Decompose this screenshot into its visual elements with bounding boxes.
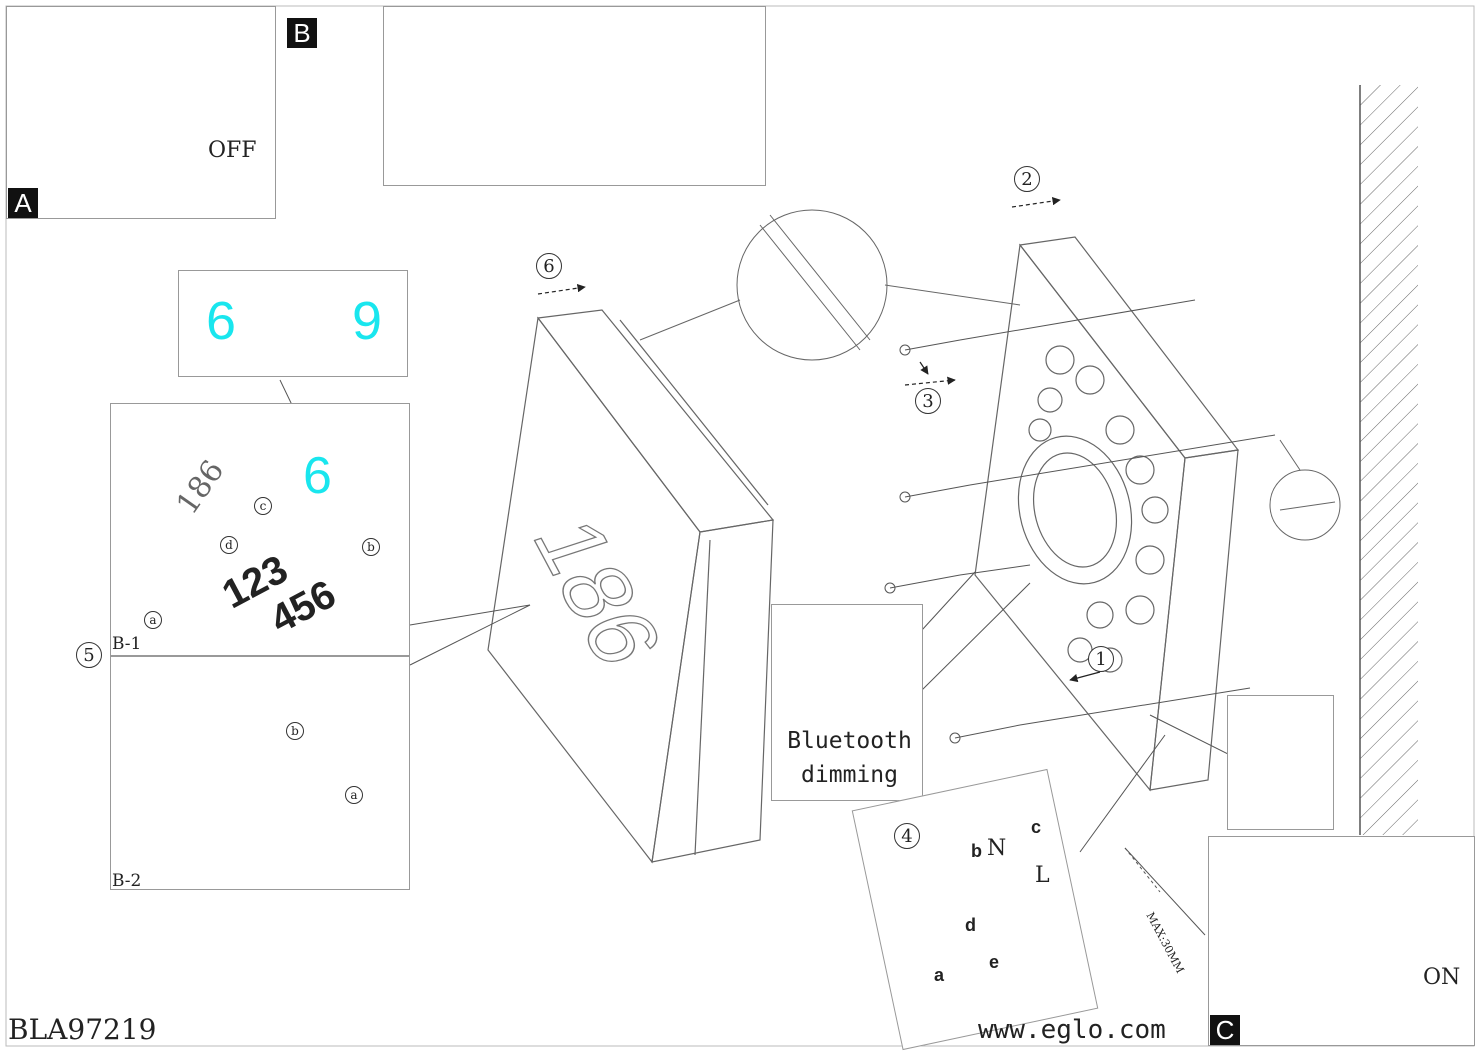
step-3-marker: 3 [915, 388, 941, 414]
b2-step-a: a [345, 786, 363, 804]
digit-nine: 9 [352, 291, 383, 351]
magnifier-detail [639, 209, 1021, 361]
number-box-cover [487, 309, 775, 864]
panel-b [383, 6, 766, 186]
step-6-marker: 6 [536, 253, 562, 279]
panel-b-badge: B [287, 18, 317, 48]
magnified-digit: 6 [303, 447, 332, 505]
website-url: www.eglo.com [978, 1015, 1166, 1045]
step-2-marker: 2 [1014, 166, 1040, 192]
on-label: ON [1423, 965, 1461, 990]
step-1-marker: 1 [1088, 646, 1114, 672]
bluetooth-label-line1: Bluetooth [787, 728, 912, 754]
b2-step-b: b [286, 722, 304, 740]
detail-b2-panel [110, 656, 410, 890]
wiring-step-e: e [989, 952, 1000, 972]
wall [1359, 85, 1418, 835]
bluetooth-panel [771, 604, 923, 801]
panel-a [6, 6, 276, 219]
wiring-step-a: a [934, 965, 945, 985]
wall-anchor-detail [1269, 439, 1341, 541]
b1-step-d: d [220, 536, 238, 554]
b1-step-a: a [144, 611, 162, 629]
wiring-step-b: b [971, 841, 982, 861]
step-5-marker: 5 [76, 642, 102, 668]
b1-step-c: c [254, 497, 272, 515]
step-arrows [537, 196, 1101, 683]
b1-step-b: b [362, 538, 380, 556]
mounting-plate [974, 236, 1240, 792]
panel-a-badge: A [8, 188, 38, 218]
wiring-step-c: c [1031, 817, 1042, 837]
step-4-marker: 4 [894, 823, 920, 849]
panel-c [1208, 836, 1475, 1046]
detail-b1-label: B-1 [112, 634, 142, 654]
wiring-step-d: d [965, 915, 976, 935]
cable-panel [1227, 695, 1334, 830]
detail-b2-label: B-2 [112, 871, 142, 891]
screws [884, 299, 1276, 744]
live-terminal-label: L [1035, 863, 1050, 888]
digit-swap-panel [178, 270, 408, 377]
digit-six: 6 [206, 291, 237, 351]
off-label: OFF [208, 138, 257, 163]
panel-c-badge: C [1210, 1015, 1240, 1045]
dimension-line [1124, 847, 1206, 936]
bluetooth-label-line2: dimming [801, 762, 898, 788]
model-number: BLA97219 [8, 1013, 157, 1046]
neutral-terminal-label: N [987, 836, 1007, 861]
